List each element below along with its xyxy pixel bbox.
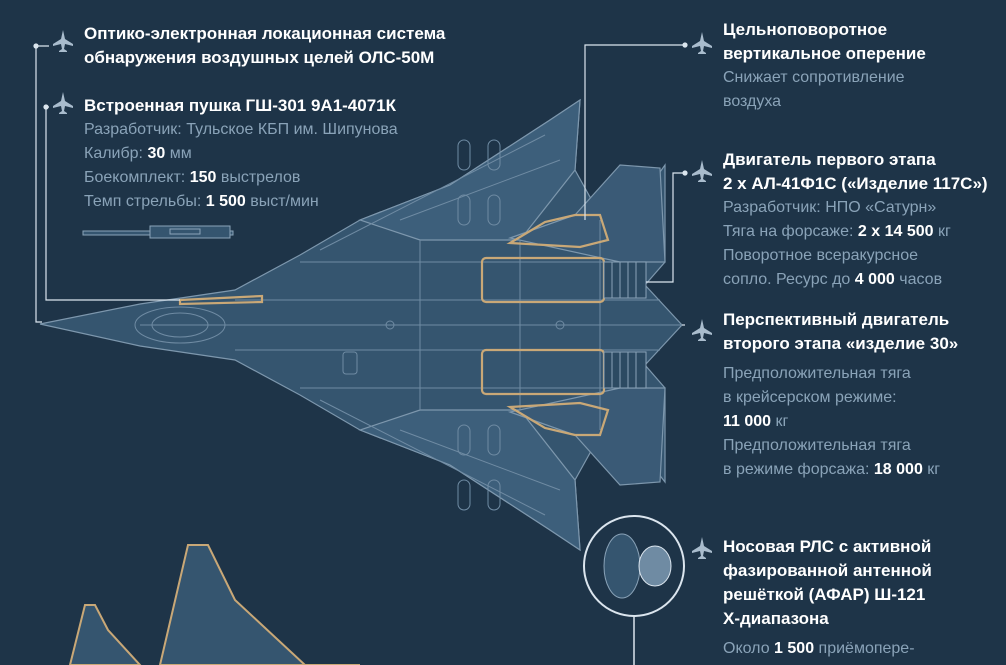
jet-silhouette-icon xyxy=(690,31,714,55)
radar-title-line-1: Носовая РЛС с активной xyxy=(723,537,932,556)
engine2-ab-line-1: Предположительная тяга xyxy=(723,437,911,454)
tail-left-outline xyxy=(506,213,610,249)
tail-title-line-1: Цельноповоротное xyxy=(723,20,888,39)
engine2-cruise-value: 11 000 кг xyxy=(723,413,789,430)
engine1-nozzle: Поворотное всеракурсное xyxy=(723,247,919,264)
engine2-ab-line-2: в режиме форсажа: 18 000 кг xyxy=(723,461,941,478)
engine2-title-line-1: Перспективный двигатель xyxy=(723,310,950,329)
engine2-cruise-line-2: в крейсерском режиме: xyxy=(723,389,897,406)
jet-silhouette-icon xyxy=(690,159,714,183)
gun-ammo: Боекомплект: 150 выстрелов xyxy=(84,169,301,186)
nozzle-ribs xyxy=(611,262,637,388)
engine1-title-line-1: Двигатель первого этапа xyxy=(723,150,936,169)
callout-gun: Встроенная пушка ГШ-301 9А1-4071К Разраб… xyxy=(84,94,398,214)
gun-miniature xyxy=(82,225,234,239)
tail-desc-line-1: Снижает сопротивление xyxy=(723,69,905,86)
fighter-side-view-partial xyxy=(68,544,360,665)
airframe-panel-lines xyxy=(134,134,682,516)
callout-radar: Носовая РЛС с активной фазированной анте… xyxy=(723,535,932,661)
tail-desc-line-2: воздуха xyxy=(723,93,782,110)
jet-silhouette-icon xyxy=(690,536,714,560)
gun-rate: Темп стрельбы: 1 500 выст/мин xyxy=(84,193,319,210)
radar-title-line-3: решёткой (АФАР) Ш-121 xyxy=(723,585,926,604)
gun-developer: Разработчик: Тульское КБП им. Шипунова xyxy=(84,121,398,138)
gun-outline xyxy=(178,294,264,306)
callout-engine-stage-2: Перспективный двигатель второго этапа «и… xyxy=(723,308,958,482)
engine2-title-line-2: второго этапа «изделие 30» xyxy=(723,334,959,353)
radar-title-line-2: фазированной антенной xyxy=(723,561,932,580)
engine1-title-line-2: 2 х АЛ-41Ф1С («Изделие 117С») xyxy=(723,174,988,193)
callout-engine-stage-1: Двигатель первого этапа 2 х АЛ-41Ф1С («И… xyxy=(723,148,988,292)
jet-silhouette-icon xyxy=(51,29,75,53)
tail-right-outline xyxy=(506,401,610,437)
engine1-thrust: Тяга на форсаже: 2 х 14 500 кг xyxy=(723,223,951,240)
gun-title: Встроенная пушка ГШ-301 9А1-4071К xyxy=(84,96,397,115)
jet-silhouette-icon xyxy=(690,318,714,342)
radar-modules: Около 1 500 приёмопере- xyxy=(723,640,915,657)
leader-lines xyxy=(33,42,688,326)
callout-tail: Цельноповоротное вертикальное оперение С… xyxy=(723,18,926,114)
tail-title-line-2: вертикальное оперение xyxy=(723,44,926,63)
ols-title-line-2: обнаружения воздушных целей ОЛС-50М xyxy=(84,48,435,67)
nozzles xyxy=(603,261,647,389)
engine1-resource: сопло. Ресурс до 4 000 часов xyxy=(723,271,943,288)
radar-title-line-4: Х-диапазона xyxy=(723,609,829,628)
engine1-developer: Разработчик: НПО «Сатурн» xyxy=(723,199,937,216)
gun-caliber: Калибр: 30 мм xyxy=(84,145,192,162)
callout-ols: Оптико-электронная локационная система о… xyxy=(84,22,445,70)
jet-silhouette-icon xyxy=(51,91,75,115)
engine2-cruise-line-1: Предположительная тяга xyxy=(723,365,911,382)
radar-detail xyxy=(583,515,685,665)
ols-title-line-1: Оптико-электронная локационная система xyxy=(84,24,446,43)
